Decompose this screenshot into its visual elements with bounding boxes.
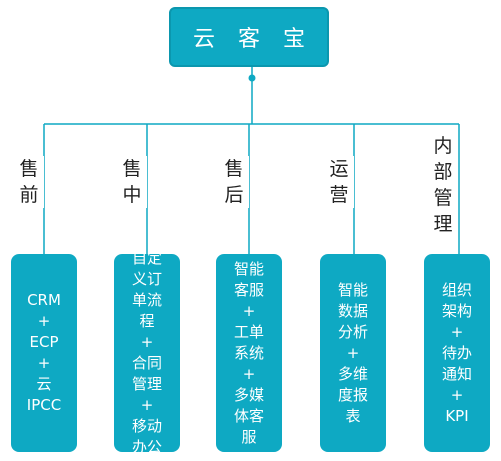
leaf-text-insale: 自定义订单流程 + 合同管理 + 移动办公 [131, 249, 162, 456]
leaf-box-internal: 组织架构 + 待办通知 + KPI [424, 254, 490, 452]
leaf-box-insale: 自定义订单流程 + 合同管理 + 移动办公 [114, 249, 180, 456]
phase-label-aftersale: 售后 [219, 156, 249, 208]
root-label: 云 客 宝 [193, 27, 313, 52]
leaf-box-operation: 智能数据分析 + 多维度报表 [320, 254, 386, 452]
leaf-box-presale: CRM+ ECP + 云 IPCC [11, 254, 77, 452]
phase-label-internal: 内部管理 [428, 133, 458, 237]
leaf-text-internal: 组织架构 + 待办通知 + KPI [441, 280, 472, 425]
root-junction-dot [248, 74, 256, 82]
phase-label-operation: 运营 [324, 156, 354, 208]
leaf-text-presale: CRM+ ECP + 云 IPCC [26, 291, 62, 414]
leaf-text-aftersale: 智能客服 + 工单系统 + 多媒体客服 [233, 259, 264, 446]
leaf-text-operation: 智能数据分析 + 多维度报表 [337, 280, 368, 425]
phase-label-insale: 售中 [117, 156, 147, 208]
leaf-box-aftersale: 智能客服 + 工单系统 + 多媒体客服 [216, 254, 282, 452]
root-node: 云 客 宝 [169, 7, 329, 67]
phase-label-presale: 售前 [14, 156, 44, 208]
